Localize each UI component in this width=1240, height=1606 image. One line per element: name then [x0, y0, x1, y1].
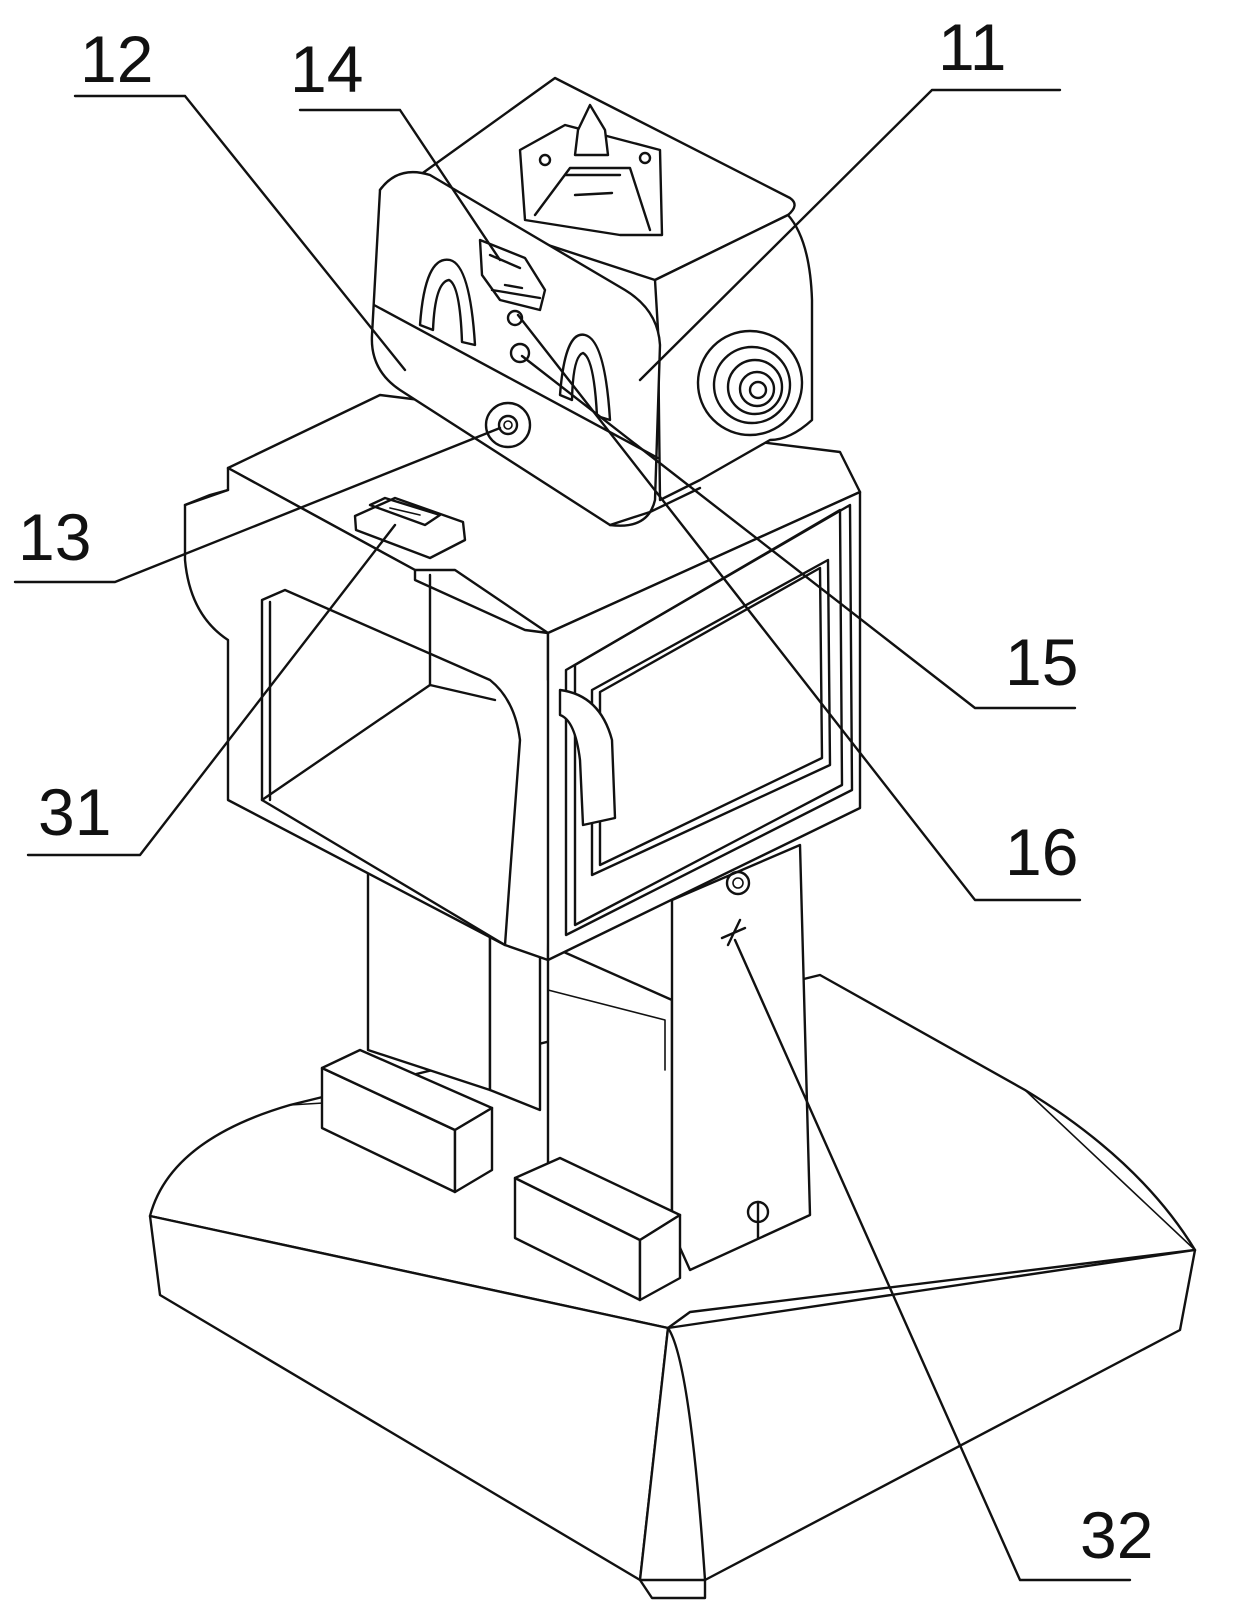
- label-14: 14: [290, 32, 363, 106]
- label-11: 11: [938, 10, 1007, 84]
- label-32: 32: [1080, 1498, 1153, 1572]
- label-15: 15: [1005, 625, 1078, 699]
- label-31: 31: [38, 775, 111, 849]
- leader-12: [75, 96, 405, 370]
- label-16: 16: [1005, 815, 1078, 889]
- label-12: 12: [80, 22, 153, 96]
- label-13: 13: [18, 500, 91, 574]
